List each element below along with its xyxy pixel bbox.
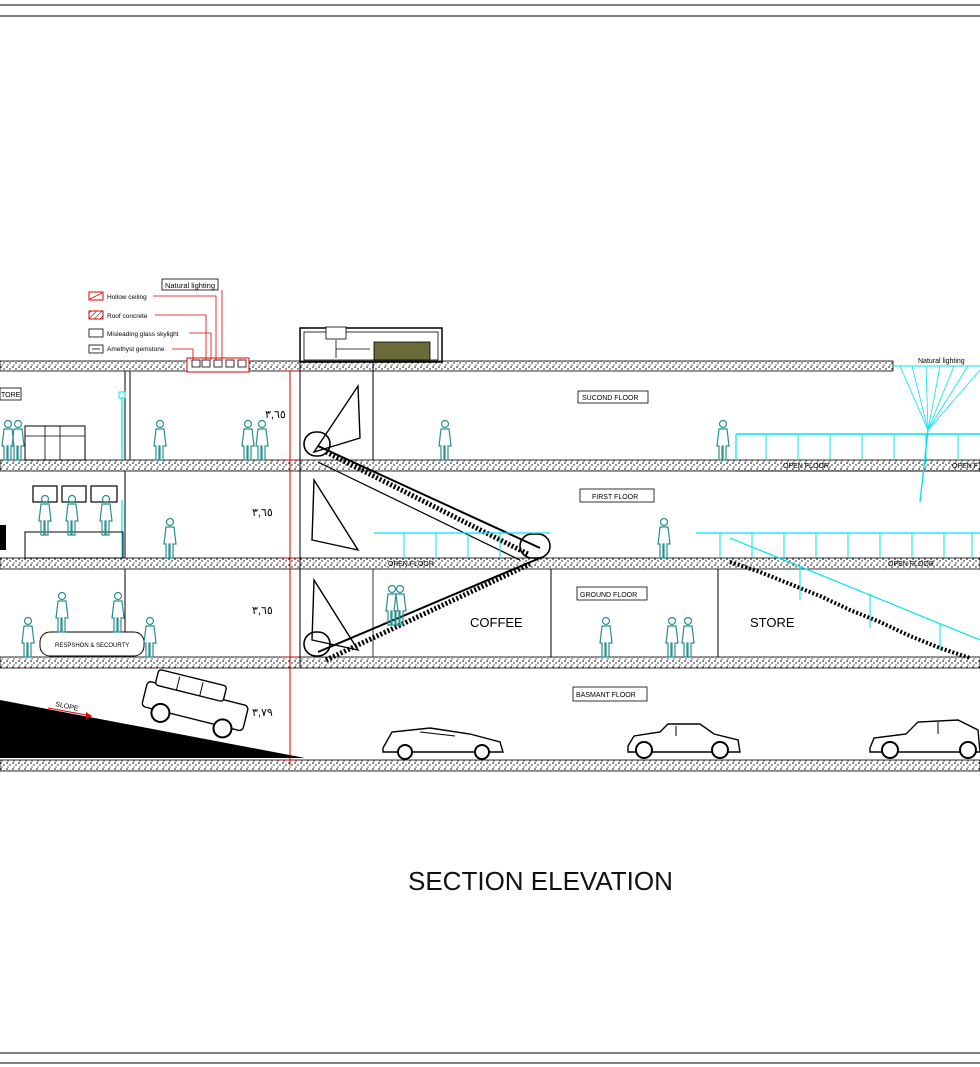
suv-on-ramp bbox=[141, 669, 249, 739]
first-floor-label: FIRST FLOOR bbox=[592, 494, 638, 501]
basement-slab bbox=[0, 759, 980, 772]
person-figure bbox=[241, 419, 255, 461]
ramp: SLOPE bbox=[0, 700, 305, 758]
natural-lighting-label: Natural lighting bbox=[918, 358, 965, 365]
natural-lighting-rays: Natural lighting bbox=[893, 358, 980, 503]
people-figures bbox=[1, 419, 730, 658]
first-floor-slab bbox=[0, 557, 980, 570]
coffee-label: COFFEE bbox=[470, 615, 523, 630]
person-figure bbox=[153, 419, 167, 461]
escalator-core bbox=[299, 362, 551, 667]
legend-item-label: Hollow ceiling bbox=[107, 294, 147, 301]
sheet-frame bbox=[0, 4, 980, 1064]
person-figure bbox=[681, 616, 695, 658]
person-figure bbox=[163, 517, 177, 559]
ground-floor-stair bbox=[729, 537, 980, 660]
person-figure bbox=[255, 419, 269, 461]
person-figure bbox=[21, 616, 35, 658]
ground-floor-partitions bbox=[372, 569, 719, 657]
person-figure bbox=[665, 616, 679, 658]
floor-slabs bbox=[0, 360, 980, 772]
ground-floor-label: GROUND FLOOR bbox=[580, 592, 637, 599]
legend-header: Natural lighting bbox=[165, 281, 215, 290]
second-floor-railing bbox=[735, 433, 980, 472]
basement-floor-label: BASMANT FLOOR bbox=[576, 692, 636, 699]
legend-item-label: Amethyst gemstone bbox=[107, 346, 165, 353]
dimension-label: ٣,٧٩ bbox=[252, 707, 273, 719]
open-floor-label: OPEN FLOOR bbox=[388, 561, 434, 568]
open-floor-label: OPEN FLOOR bbox=[888, 561, 934, 568]
ground-floor-slab bbox=[0, 656, 980, 669]
person-figure bbox=[393, 584, 407, 626]
floor-tags: SUCOND FLOOR FIRST FLOOR GROUND FLOOR BA… bbox=[388, 390, 978, 702]
person-figure bbox=[143, 616, 157, 658]
dimension-label: ٣,٦٥ bbox=[252, 507, 273, 519]
second-floor-slab bbox=[0, 459, 980, 472]
open-floor-label: OPEN FLOOR bbox=[783, 463, 829, 470]
dimension-lines: ٣,٦٥ ٣,٦٥ ٣,٦٥ ٣,٧٩ bbox=[252, 370, 300, 765]
dimension-label: ٣,٦٥ bbox=[265, 409, 286, 421]
roof-penthouse bbox=[299, 326, 443, 363]
dimension-label: ٣,٦٥ bbox=[252, 605, 273, 617]
second-floor-label: SUCOND FLOOR bbox=[582, 395, 638, 402]
sedan-car bbox=[869, 719, 980, 759]
roof-skylight bbox=[186, 357, 250, 373]
person-figure bbox=[111, 591, 125, 633]
store-left-label: TORE bbox=[1, 392, 21, 399]
sports-car bbox=[382, 727, 504, 760]
person-figure bbox=[657, 517, 671, 559]
slope-label: SLOPE bbox=[55, 701, 80, 713]
person-figure bbox=[438, 419, 452, 461]
person-figure bbox=[55, 591, 69, 633]
legend-item-label: Roof concrete bbox=[107, 313, 148, 320]
store-label: STORE bbox=[750, 615, 795, 630]
drawing-title: SECTION ELEVATION bbox=[408, 866, 673, 896]
vehicles bbox=[141, 669, 980, 760]
roadster-car bbox=[627, 723, 741, 759]
material-legend: Natural lighting Hollow ceiling Roof con… bbox=[88, 278, 223, 360]
reception-label: RESPSHON & SECOURTY bbox=[55, 643, 129, 649]
open-floor-label: OPEN F bbox=[952, 463, 978, 470]
first-floor-railing bbox=[374, 532, 980, 558]
person-figure bbox=[599, 616, 613, 658]
left-zone: TORE RESPSHON & SECOURTY bbox=[0, 371, 145, 657]
roof-slab bbox=[0, 360, 894, 372]
legend-item-label: Misleading glass skylight bbox=[107, 331, 179, 338]
person-figure bbox=[716, 419, 730, 461]
